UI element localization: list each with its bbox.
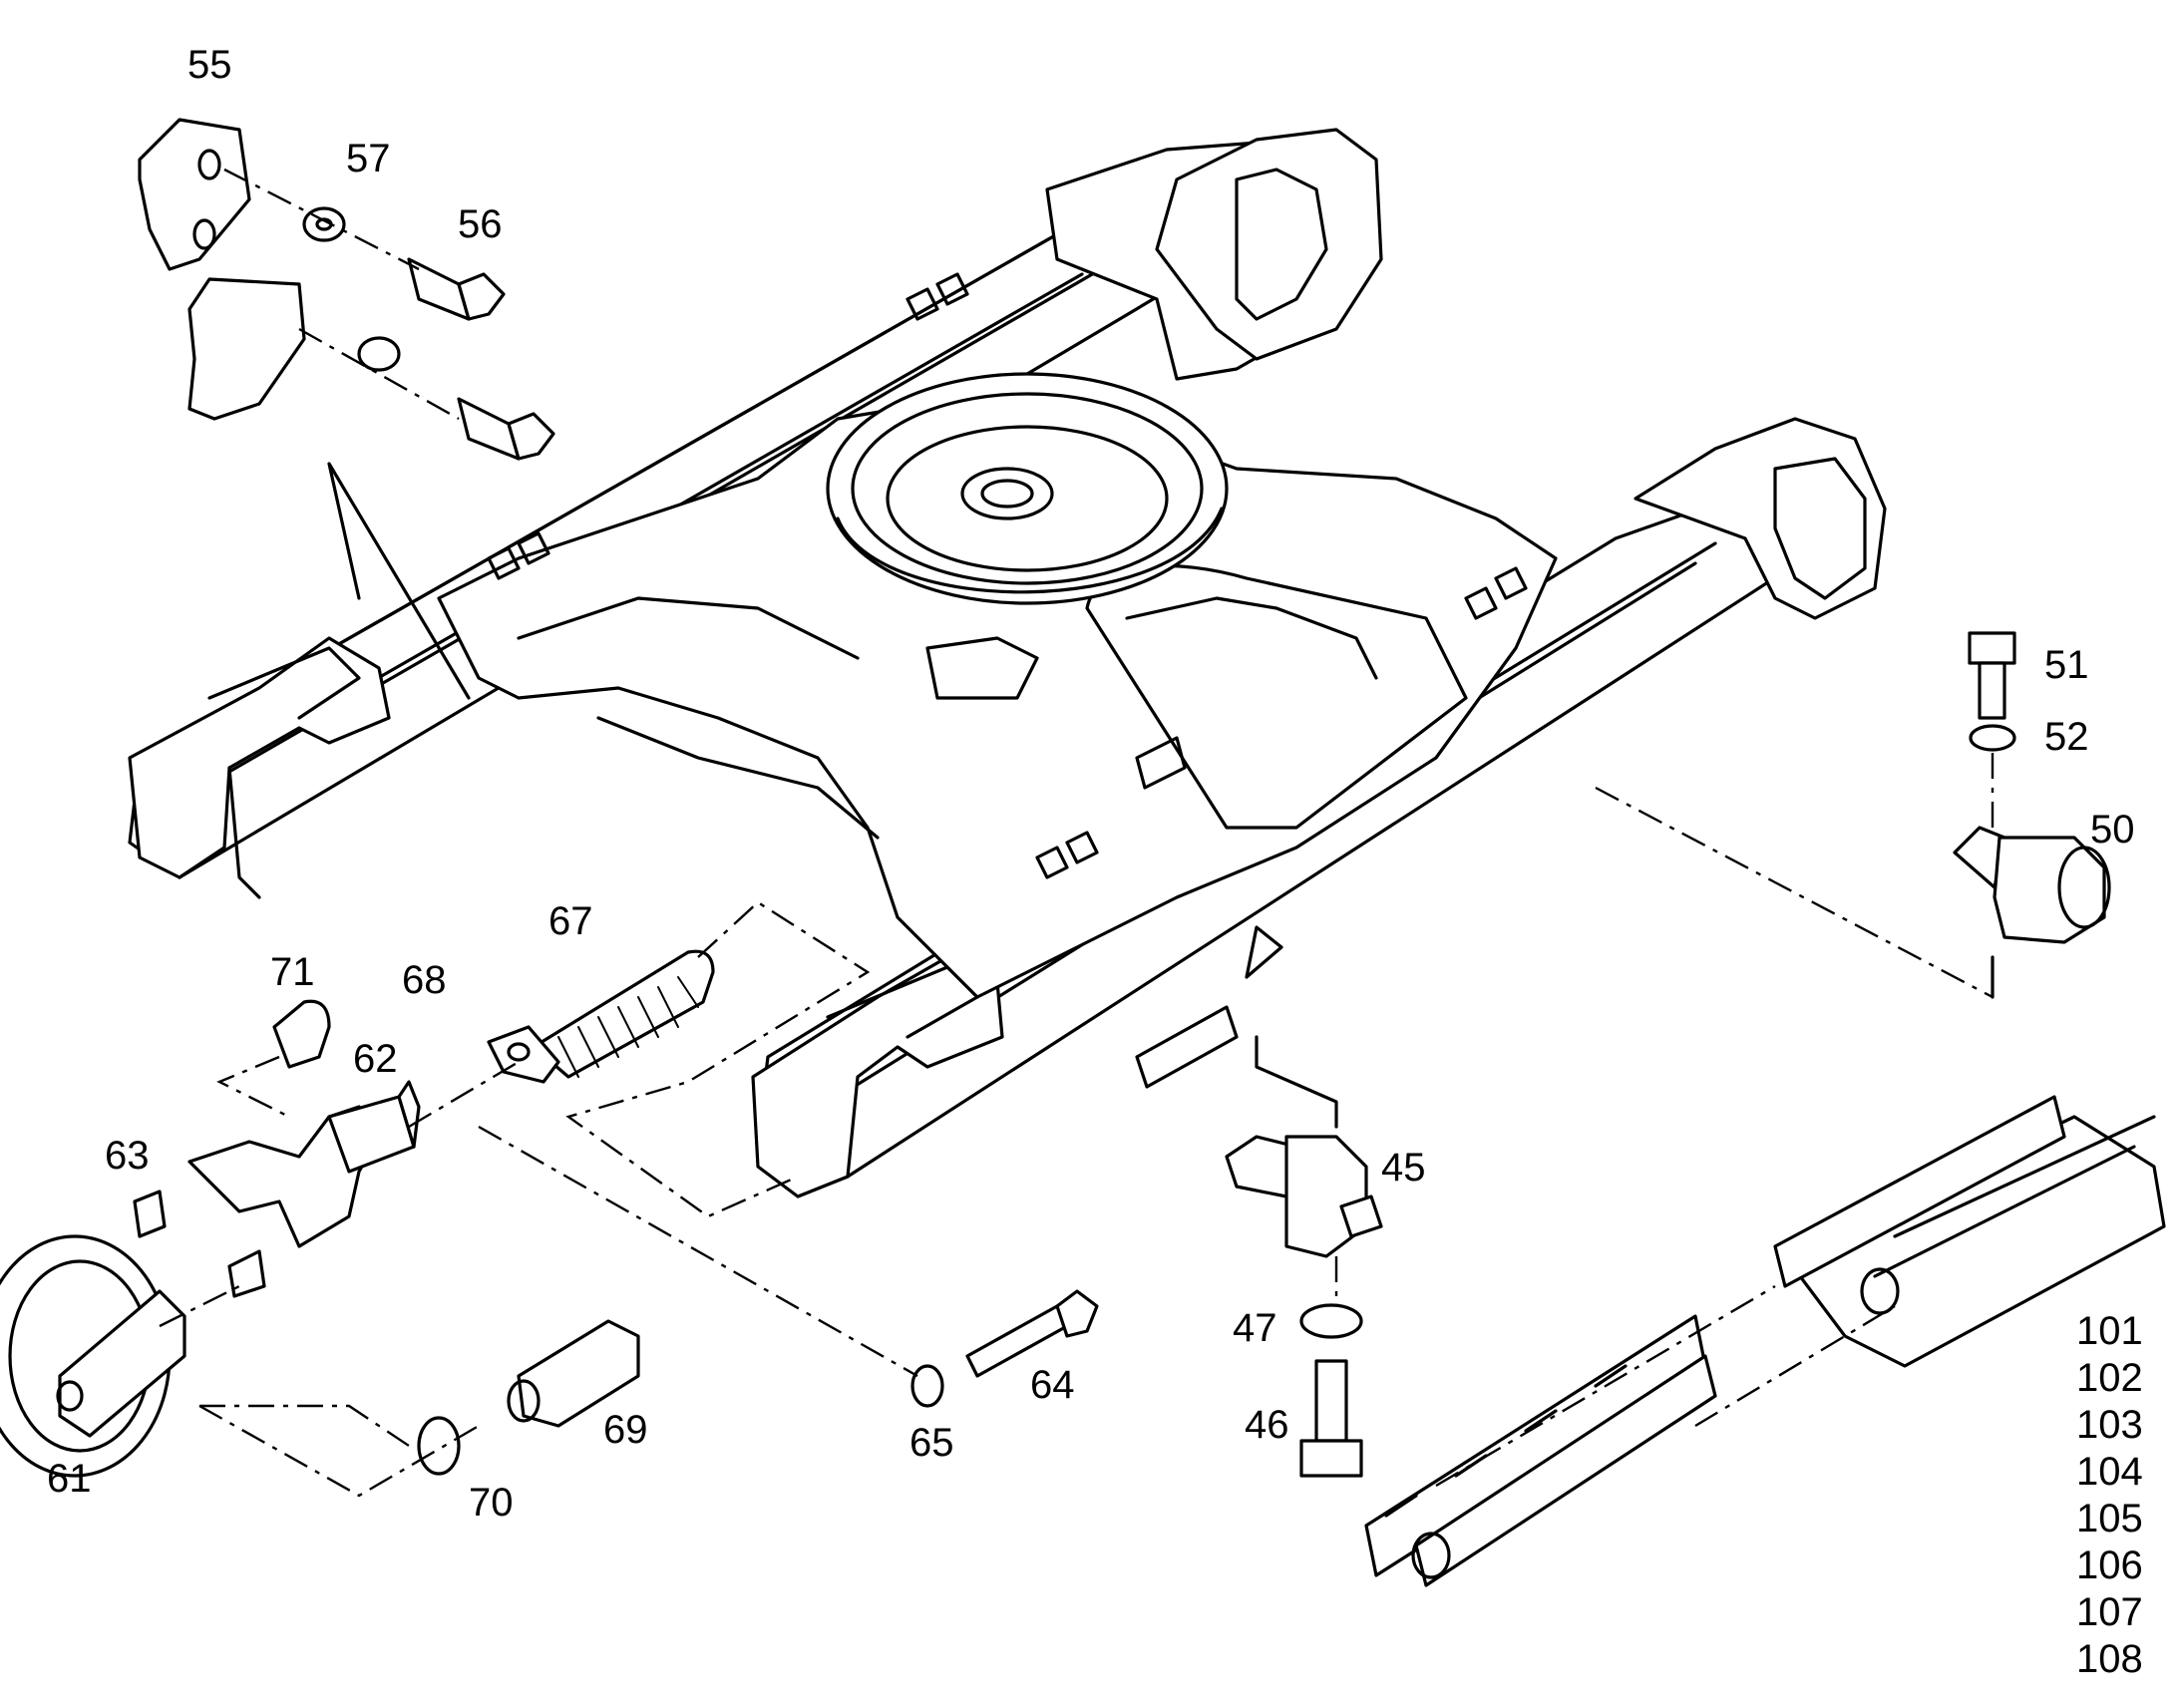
part-list-item: 104 <box>2076 1450 2143 1494</box>
part-70-ring <box>417 1416 461 1476</box>
label-63: 63 <box>105 1134 150 1178</box>
callout-labels: 55 57 56 51 52 50 67 68 71 62 63 45 47 4… <box>47 43 2135 1525</box>
part-list-item: 102 <box>2076 1356 2143 1400</box>
part-71-grease-fitting <box>272 999 331 1069</box>
part-51-bolt <box>1968 631 2016 720</box>
label-45: 45 <box>1381 1146 1426 1190</box>
track-frame <box>128 128 1887 1198</box>
part-65-washer <box>910 1364 944 1408</box>
part-69-cylinder <box>507 1319 640 1428</box>
part-52-washer <box>1969 724 2016 752</box>
part-list-item: 101 <box>2076 1309 2143 1353</box>
label-46: 46 <box>1245 1403 1289 1447</box>
label-47: 47 <box>1233 1306 1277 1350</box>
label-71: 71 <box>270 950 315 994</box>
label-69: 69 <box>603 1408 648 1452</box>
part-64-bolt <box>965 1289 1099 1378</box>
label-52: 52 <box>2044 715 2089 759</box>
part-55-cover <box>138 118 306 421</box>
part-50-roller <box>1953 826 2111 944</box>
part-67-spring <box>532 949 715 1079</box>
part-list-item: 103 <box>2076 1403 2143 1447</box>
part-46-bolt <box>1299 1359 1363 1478</box>
label-57: 57 <box>346 137 391 180</box>
part-45-roller <box>1225 1135 1383 1258</box>
label-65: 65 <box>909 1421 954 1465</box>
label-70: 70 <box>469 1481 514 1525</box>
part-list-item: 106 <box>2076 1543 2143 1587</box>
label-64: 64 <box>1030 1363 1075 1407</box>
part-list-item: 105 <box>2076 1497 2143 1540</box>
label-56: 56 <box>458 202 503 246</box>
part-61-idler <box>0 1234 186 1478</box>
track-chain <box>1364 1095 2166 1587</box>
part-list-item: 107 <box>2076 1590 2143 1634</box>
label-68: 68 <box>402 958 447 1002</box>
part-47-washer <box>1299 1303 1363 1339</box>
part-list-item: 108 <box>2076 1637 2143 1681</box>
part-56-bolt <box>407 257 555 461</box>
label-67: 67 <box>548 899 593 943</box>
part-63-blocks <box>133 1190 266 1298</box>
label-61: 61 <box>47 1457 92 1501</box>
part-62-yoke <box>187 1080 421 1248</box>
label-55: 55 <box>187 43 232 87</box>
part-57-washer <box>302 206 401 372</box>
label-50: 50 <box>2090 808 2135 852</box>
label-62: 62 <box>353 1037 398 1081</box>
label-51: 51 <box>2044 643 2089 687</box>
part-number-list: 101 102 103 104 105 106 107 108 <box>2076 1309 2143 1681</box>
